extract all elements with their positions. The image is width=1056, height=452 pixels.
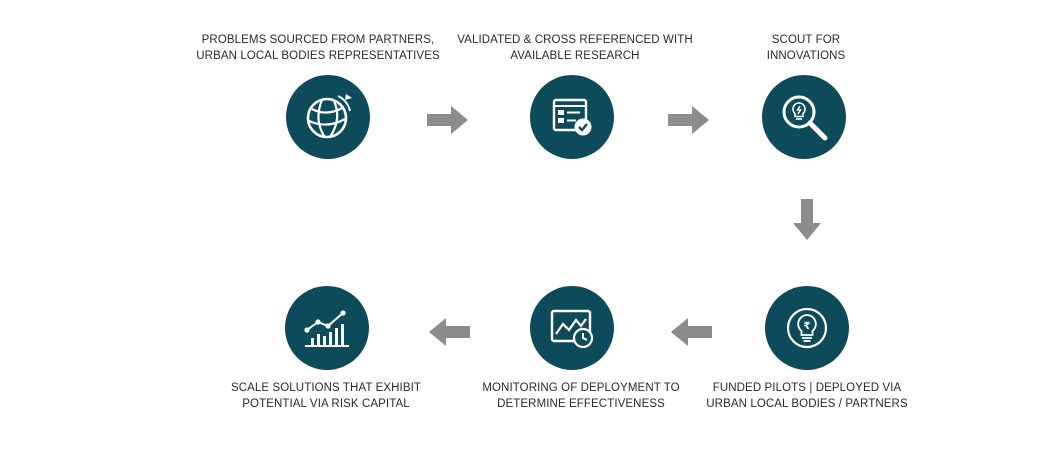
step-1-circle	[286, 75, 370, 159]
step-4-circle: ₹	[765, 286, 849, 370]
step-6-label: SCALE SOLUTIONS THAT EXHIBIT POTENTIAL V…	[196, 380, 456, 412]
step-3-line-2: INNOVATIONS	[766, 50, 846, 62]
arrow-right-1	[427, 106, 468, 134]
step-1-line-2: URBAN LOCAL BODIES REPRESENTATIVES	[196, 50, 440, 62]
step-6-line-1: SCALE SOLUTIONS THAT EXHIBIT	[230, 382, 422, 394]
step-1-label: PROBLEMS SOURCED FROM PARTNERS, URBAN LO…	[188, 32, 448, 64]
step-2-label: VALIDATED & CROSS REFERENCED WITH AVAILA…	[445, 32, 705, 64]
step-5-line-2: DETERMINE EFFECTIVENESS	[497, 398, 665, 410]
step-5-circle	[530, 286, 614, 370]
arrow-left-2	[429, 318, 470, 346]
step-2-line-1: VALIDATED & CROSS REFERENCED WITH	[457, 34, 693, 46]
step-2-circle	[530, 75, 614, 159]
arrow-left-1	[671, 318, 712, 346]
arrow-right-2	[668, 106, 709, 134]
step-4-line-2: URBAN LOCAL BODIES / PARTNERS	[706, 398, 908, 410]
svg-text:₹: ₹	[804, 321, 811, 332]
document-check-icon	[552, 98, 592, 136]
step-3-label: SCOUT FOR INNOVATIONS	[676, 32, 936, 64]
step-4-line-1: FUNDED PILOTS | DEPLOYED VIA	[712, 382, 902, 394]
growth-chart-icon	[304, 310, 349, 347]
step-2-line-2: AVAILABLE RESEARCH	[510, 50, 640, 62]
step-5-line-1: MONITORING OF DEPLOYMENT TO	[482, 382, 680, 394]
globe-icon	[306, 94, 352, 139]
monitor-clock-icon	[550, 309, 594, 349]
rupee-lightbulb-icon: ₹	[786, 307, 828, 349]
step-3-line-1: SCOUT FOR	[771, 34, 841, 46]
step-3-circle	[762, 75, 846, 159]
step-6-circle	[285, 286, 369, 370]
step-5-label: MONITORING OF DEPLOYMENT TO DETERMINE EF…	[451, 380, 711, 412]
arrow-down	[793, 199, 821, 240]
step-1-line-1: PROBLEMS SOURCED FROM PARTNERS,	[201, 34, 435, 46]
step-4-label: FUNDED PILOTS | DEPLOYED VIA URBAN LOCAL…	[677, 380, 937, 412]
magnifier-lightbulb-icon	[782, 95, 828, 141]
step-6-line-2: POTENTIAL VIA RISK CAPITAL	[242, 398, 410, 410]
